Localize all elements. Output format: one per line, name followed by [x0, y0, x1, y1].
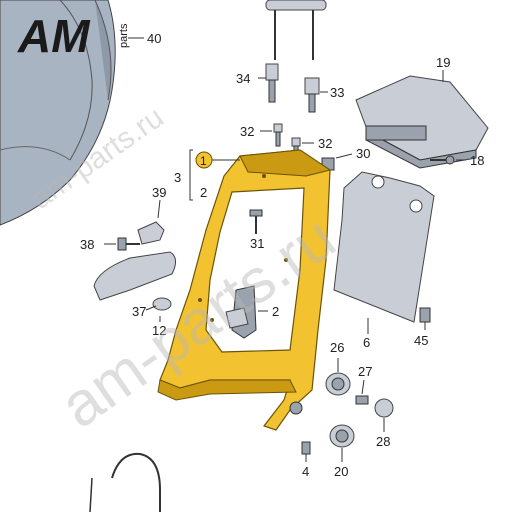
- callout-4: 4: [302, 464, 309, 479]
- side-trim: [93, 251, 176, 301]
- callout-31: 31: [250, 236, 264, 251]
- screw-4: [301, 441, 311, 455]
- logo-suffix: parts: [118, 23, 130, 48]
- seat-back-cushion: [0, 0, 116, 226]
- screw-38: [117, 237, 140, 251]
- headrest-guide-33: [304, 77, 320, 113]
- callout-1-group: 1: [195, 151, 240, 169]
- callout-20: 20: [334, 464, 348, 479]
- cable: [89, 452, 161, 512]
- callout-2a: 2: [200, 185, 207, 200]
- part-19-cover: [355, 75, 489, 169]
- callout-45: 45: [414, 333, 428, 348]
- callout-1: 1: [200, 154, 207, 168]
- callout-19: 19: [436, 55, 450, 70]
- part-2-mechanism: [225, 285, 257, 339]
- callout-26: 26: [330, 340, 344, 355]
- callout-18: 18: [470, 153, 484, 168]
- callout-12: 12: [152, 323, 166, 338]
- clip-37: [152, 297, 172, 311]
- callout-6: 6: [363, 335, 370, 350]
- knob-20: [329, 424, 355, 448]
- callout-40: 40: [147, 31, 161, 46]
- callout-30: 30: [356, 146, 370, 161]
- headrest-guide-34: [265, 0, 327, 103]
- am-parts-logo: AM parts: [17, 10, 130, 62]
- callout-28: 28: [376, 434, 390, 449]
- screw-18: [430, 155, 455, 165]
- callout-32a: 32: [240, 124, 254, 139]
- callout-32b: 32: [318, 136, 332, 151]
- clip-45: [419, 307, 431, 323]
- callout-27: 27: [358, 364, 372, 379]
- callout-2b: 2: [272, 304, 279, 319]
- callout-37: 37: [132, 304, 146, 319]
- part-32-upper: [273, 123, 283, 147]
- callout-3: 3: [174, 170, 181, 185]
- callout-39: 39: [152, 185, 166, 200]
- screw-27: [355, 395, 369, 405]
- knob-26: [325, 372, 351, 396]
- screw-31: [249, 209, 263, 234]
- callout-38: 38: [80, 237, 94, 252]
- logo-brand: AM: [17, 10, 91, 62]
- callout-33: 33: [330, 85, 344, 100]
- back-panel-6: [333, 171, 435, 323]
- callout-34: 34: [236, 71, 250, 86]
- cap-28: [374, 398, 394, 418]
- part-39-knob: [137, 221, 165, 245]
